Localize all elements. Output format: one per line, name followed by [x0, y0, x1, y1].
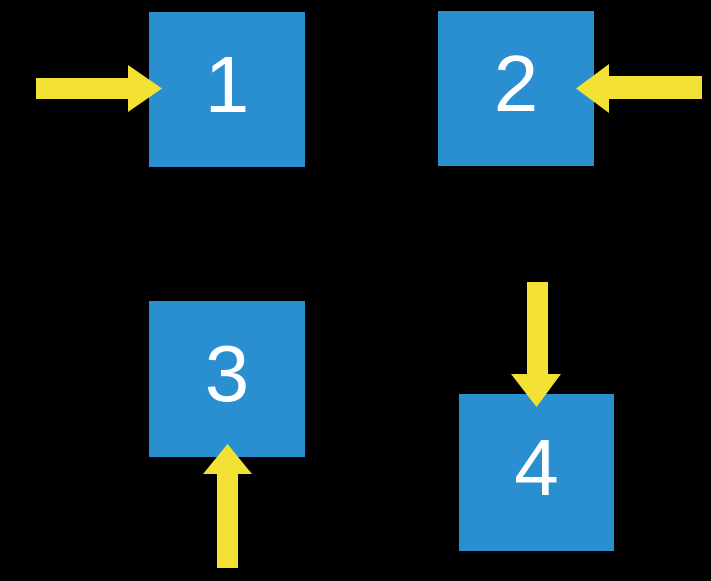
arrow-right-icon [36, 65, 162, 112]
arrow-down-icon [511, 282, 561, 407]
square-4-label: 4 [514, 422, 559, 512]
square-4: 4 [459, 394, 614, 551]
square-3-label: 3 [204, 329, 250, 418]
arrow-left-icon [576, 64, 702, 113]
arrow-up-icon [203, 444, 252, 568]
square-1-label: 1 [204, 39, 250, 129]
square-2: 2 [438, 11, 594, 166]
square-2-label: 2 [493, 38, 539, 128]
square-3: 3 [149, 301, 305, 457]
square-1: 1 [149, 12, 305, 167]
